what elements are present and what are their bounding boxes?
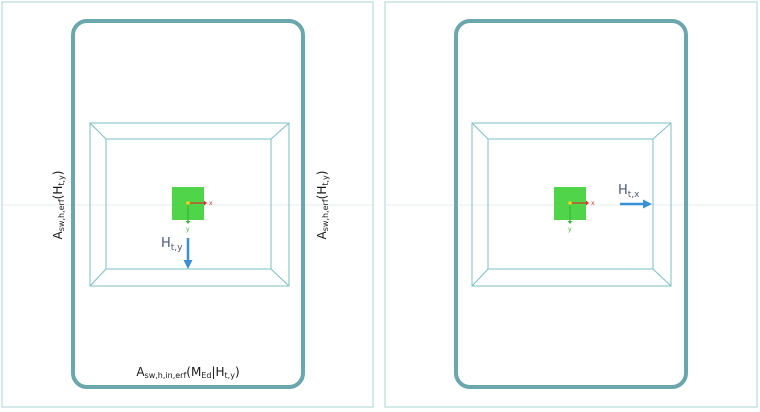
right-load-arrow: Ht,x — [618, 183, 652, 209]
right-axis-y-label: y — [568, 226, 572, 233]
left-origin-dot — [186, 201, 190, 205]
left-reinforcement-boundary — [71, 19, 305, 389]
left-load-arrow: Ht,y — [161, 236, 193, 269]
left-panel: x y Ht,y Asw,h,erf(Ht,y) Asw,h,erf(Ht,y)… — [1, 1, 374, 408]
right-load-label: Ht,x — [618, 183, 640, 200]
left-edge-label: Asw,h,erf(Ht,y) — [51, 171, 66, 240]
right-edge-label: Asw,h,erf(Ht,y) — [315, 171, 330, 240]
left-axis-y-label: y — [186, 226, 190, 233]
left-axis-x-label: x — [209, 200, 213, 207]
right-panel: x y Ht,x — [384, 1, 758, 408]
right-reinforcement-boundary — [454, 19, 688, 389]
bottom-edge-label: Asw,h,in,erf(MEd|Ht,y) — [136, 365, 239, 380]
left-load-label: Ht,y — [161, 236, 183, 253]
right-axis-triad: x y — [567, 200, 595, 233]
left-foundation-wireframe — [89, 122, 290, 287]
right-origin-dot — [568, 201, 572, 205]
left-axis-triad: x y — [185, 200, 213, 233]
right-foundation-wireframe — [471, 122, 672, 287]
right-axis-x-label: x — [591, 200, 595, 207]
